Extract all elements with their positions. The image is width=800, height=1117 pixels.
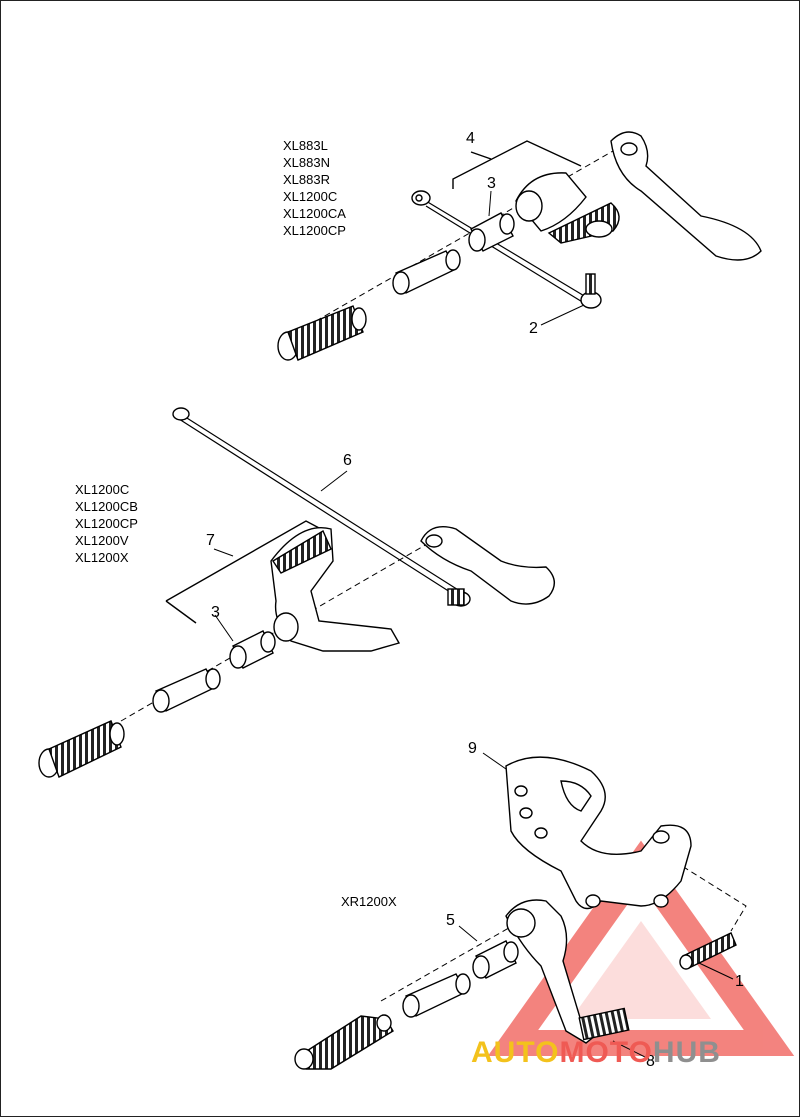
shift-lever-top (515, 172, 620, 244)
bushing-top (468, 212, 515, 252)
bushing-bottom (472, 940, 519, 979)
callout-number: 3 (487, 175, 496, 192)
footpeg-bottom (294, 1014, 394, 1070)
callout-number: 7 (206, 532, 215, 549)
footpeg-rubber-middle (38, 720, 125, 778)
model-label-bottom: XR1200X (341, 894, 397, 909)
callout-number: 1 (735, 973, 744, 990)
callout-number: 2 (529, 320, 538, 337)
callout-number: 9 (468, 740, 477, 757)
model-label: XL1200CP (283, 223, 346, 238)
pivot-shaft-middle (152, 668, 221, 713)
pivot-shaft-top (392, 249, 461, 295)
model-label: XL1200C (75, 482, 130, 497)
model-label: XL1200X (75, 550, 129, 565)
model-label: XL883L (283, 138, 328, 153)
middle-assembly (38, 407, 555, 778)
callout-number: 3 (211, 604, 220, 621)
model-label: XL1200CA (283, 206, 346, 221)
top-assembly (277, 131, 762, 361)
watermark-hub: HUB (652, 1036, 721, 1069)
leader-lines (213, 190, 734, 1060)
model-label: XL1200C (283, 189, 338, 204)
callout-number: 6 (343, 452, 352, 469)
callout-number: 8 (646, 1053, 655, 1070)
shift-lever-bottom (505, 899, 630, 1044)
callout-number: 5 (446, 912, 455, 929)
model-label: XL883R (283, 172, 330, 187)
callout-number: 4 (466, 130, 475, 147)
model-label: XL1200CB (75, 499, 138, 514)
model-label: XL1200CP (75, 516, 138, 531)
callout-4-bracket (452, 140, 582, 189)
model-label: XL883N (283, 155, 330, 170)
model-list-middle: XL1200C XL1200CB XL1200CP XL1200V XL1200… (75, 481, 138, 566)
lever-arm-top-right (610, 131, 762, 261)
bottom-assembly (294, 756, 747, 1070)
model-list-top: XL883L XL883N XL883R XL1200C XL1200CA XL… (283, 137, 346, 239)
mounting-plate (505, 756, 692, 910)
lever-arm-middle-right (420, 526, 555, 605)
watermark-moto: MOTO (559, 1036, 653, 1069)
shift-lever-middle (270, 527, 401, 652)
model-label: XL1200V (75, 533, 129, 548)
bushing-middle (229, 630, 276, 669)
shift-rod-short (425, 200, 587, 298)
watermark-auto: AUTO (471, 1036, 560, 1069)
pivot-shaft-bottom (402, 973, 471, 1018)
footpeg-rubber-top (277, 305, 367, 361)
bolt (679, 932, 737, 970)
shift-rod-long (178, 412, 464, 594)
watermark-text: AUTOMOTOHUB (471, 1037, 721, 1069)
